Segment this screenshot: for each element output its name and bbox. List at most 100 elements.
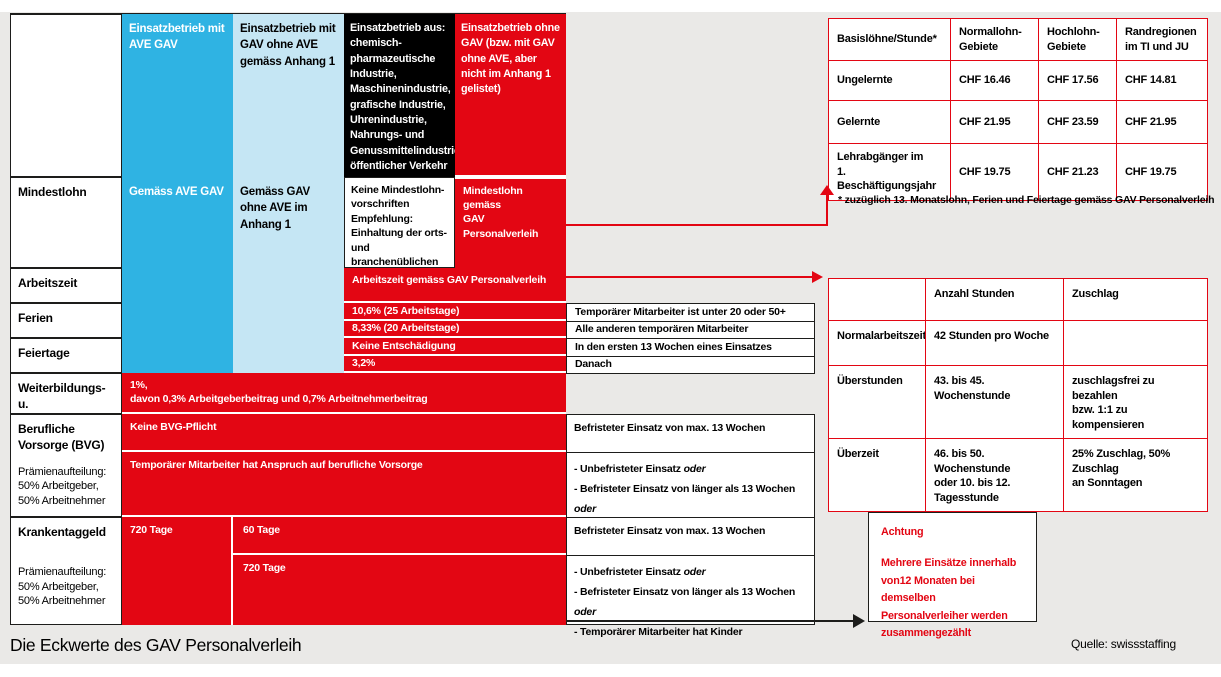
warning-body: Mehrere Einsätze innerhalb von12 Monaten…: [881, 557, 1017, 640]
hours-header-cell: Anzahl Stunden: [925, 278, 1064, 321]
hours-header-row: Anzahl Stunden Zuschlag: [828, 278, 1208, 321]
hours-cell: 46. bis 50. Wochenstunde oder 10. bis 12…: [925, 438, 1064, 513]
hours-cell: Überstunden: [828, 364, 926, 440]
cond-line: - Befristeter Einsatz von länger als 13 …: [574, 586, 796, 618]
wage-row-ungelernte: Ungelernte CHF 16.46 CHF 17.56 CHF 14.81: [828, 60, 1208, 102]
mindestlohn-keine-cell: Keine Mindestlohn- vorschriften Empfehlu…: [344, 177, 455, 283]
row-label-arbeitszeit: Arbeitszeit: [10, 268, 122, 303]
bar-ktg-1: 60 Tage: [233, 517, 566, 555]
warning-title: Achtung: [881, 526, 924, 538]
wage-row-gelernte: Gelernte CHF 21.95 CHF 23.59 CHF 21.95: [828, 100, 1208, 145]
arrow-line-arbeitszeit: [566, 276, 813, 278]
wage-cell: CHF 17.56: [1038, 60, 1117, 102]
wage-cell: CHF 16.46: [950, 60, 1039, 102]
hours-header-cell: Zuschlag: [1063, 278, 1208, 321]
wage-header-row: Basislöhne/Stunde* Normallohn- Gebiete H…: [828, 17, 1208, 62]
arrow-right-black-icon: [853, 614, 865, 628]
wage-cell: CHF 23.59: [1038, 100, 1117, 145]
cond-ktg-1: Befristeter Einsatz von max. 13 Wochen: [566, 517, 815, 556]
col-header-ave-gav: Einsatzbetrieb mit AVE GAV: [129, 23, 225, 52]
row-label-ferien: Ferien: [10, 303, 122, 338]
cond-feiertage-1: In den ersten 13 Wochen eines Einsatzes: [566, 338, 815, 357]
hours-cell: zuschlagsfrei zu bezahlen bzw. 1:1 zu ko…: [1063, 364, 1208, 440]
mindestlohn-ave-cell: Gemäss AVE GAV: [129, 186, 224, 198]
ktg-label-note: Prämienaufteilung: 50% Arbeitgeber, 50% …: [18, 565, 107, 608]
column-gav-ohne-ave: [233, 14, 344, 373]
bar-ferien-1: 10,6% (25 Arbeitstage): [344, 303, 566, 321]
wage-cell: Ungelernte: [828, 60, 951, 102]
arrow-line-mindestlohn-vertical: [826, 194, 828, 226]
row-label-ktg: Krankentaggeld Prämienaufteilung: 50% Ar…: [10, 517, 122, 625]
cond-line: - Temporärer Mitarbeiter hat Kinder: [574, 626, 743, 638]
wage-cell: CHF 21.95: [950, 100, 1039, 145]
row-label-feiertage: Feiertage: [10, 338, 122, 373]
row-label-mindestlohn: Mindestlohn: [10, 177, 122, 268]
bar-bvg-2: Temporärer Mitarbeiter hat Anspruch auf …: [122, 452, 566, 517]
wage-header-cell: Basislöhne/Stunde*: [828, 17, 951, 62]
bvg-label-title: Berufliche Vorsorge (BVG): [18, 422, 105, 452]
warning-box: Achtung Mehrere Einsätze innerhalb von12…: [868, 512, 1037, 639]
hours-header-cell: [828, 278, 926, 321]
hours-cell: 43. bis 45. Wochenstunde: [925, 364, 1064, 440]
bvg-label-note: Prämienaufteilung: 50% Arbeitgeber, 50% …: [18, 465, 107, 508]
cond-line: - Befristeter Einsatz von länger als 13 …: [574, 483, 796, 515]
bottom-margin: [0, 664, 1221, 677]
wage-footnote: * zuzüglich 13. Monatslohn, Ferien und F…: [838, 194, 1215, 206]
cond-ferien-1: Temporärer Mitarbeiter ist unter 20 oder…: [566, 303, 815, 322]
bar-weiterbildung: 1%, davon 0,3% Arbeitgeberbeitrag und 0,…: [122, 373, 566, 414]
bar-ktg-left: 720 Tage: [122, 517, 233, 625]
bar-feiertage-2: 3,2%: [344, 356, 566, 373]
arrow-line-mindestlohn: [566, 224, 828, 226]
hours-cell: 42 Stunden pro Woche: [925, 320, 1064, 366]
hours-row-ueberzeit: Überzeit 46. bis 50. Wochenstunde oder 1…: [828, 438, 1208, 513]
wage-table: Basislöhne/Stunde* Normallohn- Gebiete H…: [828, 17, 1208, 201]
wage-cell: CHF 21.23: [1038, 143, 1117, 201]
col-header-gav-ohne-ave: Einsatzbetrieb mit GAV ohne AVE gemäss A…: [240, 23, 336, 68]
hours-row-ueberstunden: Überstunden 43. bis 45. Wochenstunde zus…: [828, 364, 1208, 440]
wage-cell: CHF 19.75: [950, 143, 1039, 201]
wage-cell: CHF 19.75: [1116, 143, 1208, 201]
mindestlohn-gav-pv-cell: Mindestlohn gemäss GAV Personalverleih: [455, 177, 566, 268]
cond-line: - Unbefristeter Einsatz oder: [574, 566, 706, 578]
wage-header-cell: Hochlohn- Gebiete: [1038, 17, 1117, 62]
cond-bvg-1: Befristeter Einsatz von max. 13 Wochen: [566, 414, 815, 453]
column-ave-gav: [122, 14, 233, 373]
wage-header-cell: Randregionen im TI und JU: [1116, 17, 1208, 62]
mindestlohn-gav-cell: Gemäss GAV ohne AVE im Anhang 1: [240, 186, 311, 231]
cond-ktg-2: - Unbefristeter Einsatz oder - Befristet…: [566, 555, 815, 638]
cond-line: - Unbefristeter Einsatz oder: [574, 463, 706, 475]
col-header-ohne-gav: Einsatzbetrieb ohne GAV (bzw. mit GAV oh…: [455, 14, 566, 177]
hours-cell: 25% Zuschlag, 50% Zuschlag an Sonntagen: [1063, 438, 1208, 513]
arrow-line-warning: [566, 620, 854, 622]
table-top-border: [10, 13, 566, 14]
wage-cell: Lehrabgänger im 1. Beschäftigungsjahr: [828, 143, 951, 201]
row-label-bvg: Berufliche Vorsorge (BVG) Prämienaufteil…: [10, 414, 122, 517]
hours-cell: Überzeit: [828, 438, 926, 513]
hours-row-normal: Normalarbeitszeit 42 Stunden pro Woche: [828, 320, 1208, 366]
cond-feiertage-2: Danach: [566, 356, 815, 374]
page-title: Die Eckwerte des GAV Personalverleih: [10, 635, 302, 655]
ktg-label-title: Krankentaggeld: [18, 525, 106, 539]
col-header-branchen: Einsatzbetrieb aus: chemisch- pharmazeut…: [344, 14, 463, 177]
cond-ferien-2: Alle anderen temporären Mitarbeiter: [566, 321, 815, 339]
source-credit: Quelle: swissstaffing: [1071, 637, 1176, 651]
bar-feiertage-1: Keine Entschädigung: [344, 338, 566, 356]
bar-bvg-1: Keine BVG-Pflicht: [122, 414, 566, 452]
wage-cell: CHF 21.95: [1116, 100, 1208, 145]
bar-arbeitszeit: Arbeitszeit gemäss GAV Personalverleih: [344, 268, 566, 303]
hours-table: Anzahl Stunden Zuschlag Normalarbeitszei…: [828, 278, 1208, 513]
cond-bvg-2: - Unbefristeter Einsatz oder - Befristet…: [566, 452, 815, 535]
hours-cell: [1063, 320, 1208, 366]
arrow-right-icon: [812, 271, 823, 283]
row-label-weiterbildung: Weiterbildungs- u. Vollzugsbeitrag: [10, 373, 122, 427]
matrix-corner-cell: [10, 14, 122, 177]
hours-cell: Normalarbeitszeit: [828, 320, 926, 366]
arrow-up-icon: [820, 185, 834, 195]
wage-cell: CHF 14.81: [1116, 60, 1208, 102]
bar-ktg-2: 720 Tage: [233, 555, 566, 625]
wage-row-lehrabgaenger: Lehrabgänger im 1. Beschäftigungsjahr CH…: [828, 143, 1208, 201]
wage-cell: Gelernte: [828, 100, 951, 145]
top-margin: [0, 0, 1221, 12]
bar-ferien-2: 8,33% (20 Arbeitstage): [344, 321, 566, 338]
